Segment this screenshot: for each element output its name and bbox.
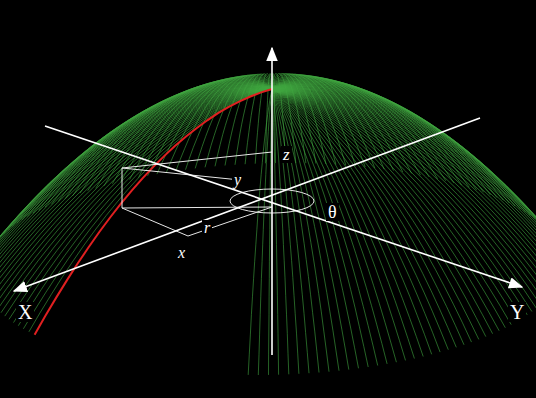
surface-line <box>272 89 423 357</box>
x-axis <box>14 118 480 291</box>
surface-line <box>0 89 272 292</box>
axis-label: X <box>16 302 34 322</box>
surface-line <box>18 89 272 326</box>
surface-line <box>272 74 356 166</box>
surface-line <box>258 89 272 375</box>
surface-line <box>5 89 272 316</box>
axis-label: Y <box>508 302 526 322</box>
surface-line <box>0 89 272 270</box>
surface-line <box>0 89 272 266</box>
surface-line <box>272 86 535 219</box>
axis-label: z <box>281 146 292 163</box>
surface-line <box>272 74 316 164</box>
construction-line <box>188 207 272 236</box>
surface-line <box>272 74 296 164</box>
surface-line <box>0 89 272 302</box>
surface-line <box>0 88 272 237</box>
surface-line <box>272 79 454 183</box>
z-axis <box>271 48 273 355</box>
y-axis <box>45 126 522 287</box>
axis-label: θ <box>326 203 339 221</box>
surface-line <box>272 83 509 203</box>
construction-line <box>122 152 272 168</box>
theta-circle <box>230 189 314 213</box>
surface-line <box>0 89 272 255</box>
surface-line <box>0 89 272 299</box>
surface-line <box>0 89 272 252</box>
surface-line <box>272 80 477 190</box>
surface-line <box>272 84 515 207</box>
surface-line <box>272 89 479 339</box>
surface-line <box>248 89 272 375</box>
surface-line <box>0 88 272 241</box>
surface-line <box>272 89 536 298</box>
surface-line <box>272 86 536 222</box>
surface-line <box>272 86 536 225</box>
surface-line <box>0 89 272 277</box>
surface-line <box>22 86 272 220</box>
surface-line <box>272 76 412 173</box>
surface-line <box>35 89 272 335</box>
surface-line <box>17 86 272 223</box>
surface-line <box>272 81 484 192</box>
surface-line <box>272 89 532 312</box>
surface-line <box>0 89 272 309</box>
surface-line <box>272 89 536 257</box>
surface-line <box>272 78 446 181</box>
surface-line <box>272 74 306 164</box>
construction-line <box>122 168 123 208</box>
construction-line <box>122 207 272 208</box>
axis-label: r <box>202 220 212 236</box>
axis-label: x <box>176 245 187 261</box>
axis-label: y <box>232 172 243 188</box>
surface-line <box>272 89 378 366</box>
surface-line <box>4 87 272 233</box>
construction-line <box>122 208 188 236</box>
surface-line <box>272 89 527 315</box>
surface-line <box>272 75 384 169</box>
surface-line <box>272 89 319 373</box>
surface-line <box>272 89 289 374</box>
construction-line <box>122 168 240 180</box>
surface-line <box>0 88 272 244</box>
surface-line <box>272 74 346 165</box>
surface-line <box>272 74 336 165</box>
surface-line <box>29 89 272 332</box>
surface-line <box>272 74 326 164</box>
surface-line <box>272 77 421 175</box>
surface-line <box>9 89 272 319</box>
